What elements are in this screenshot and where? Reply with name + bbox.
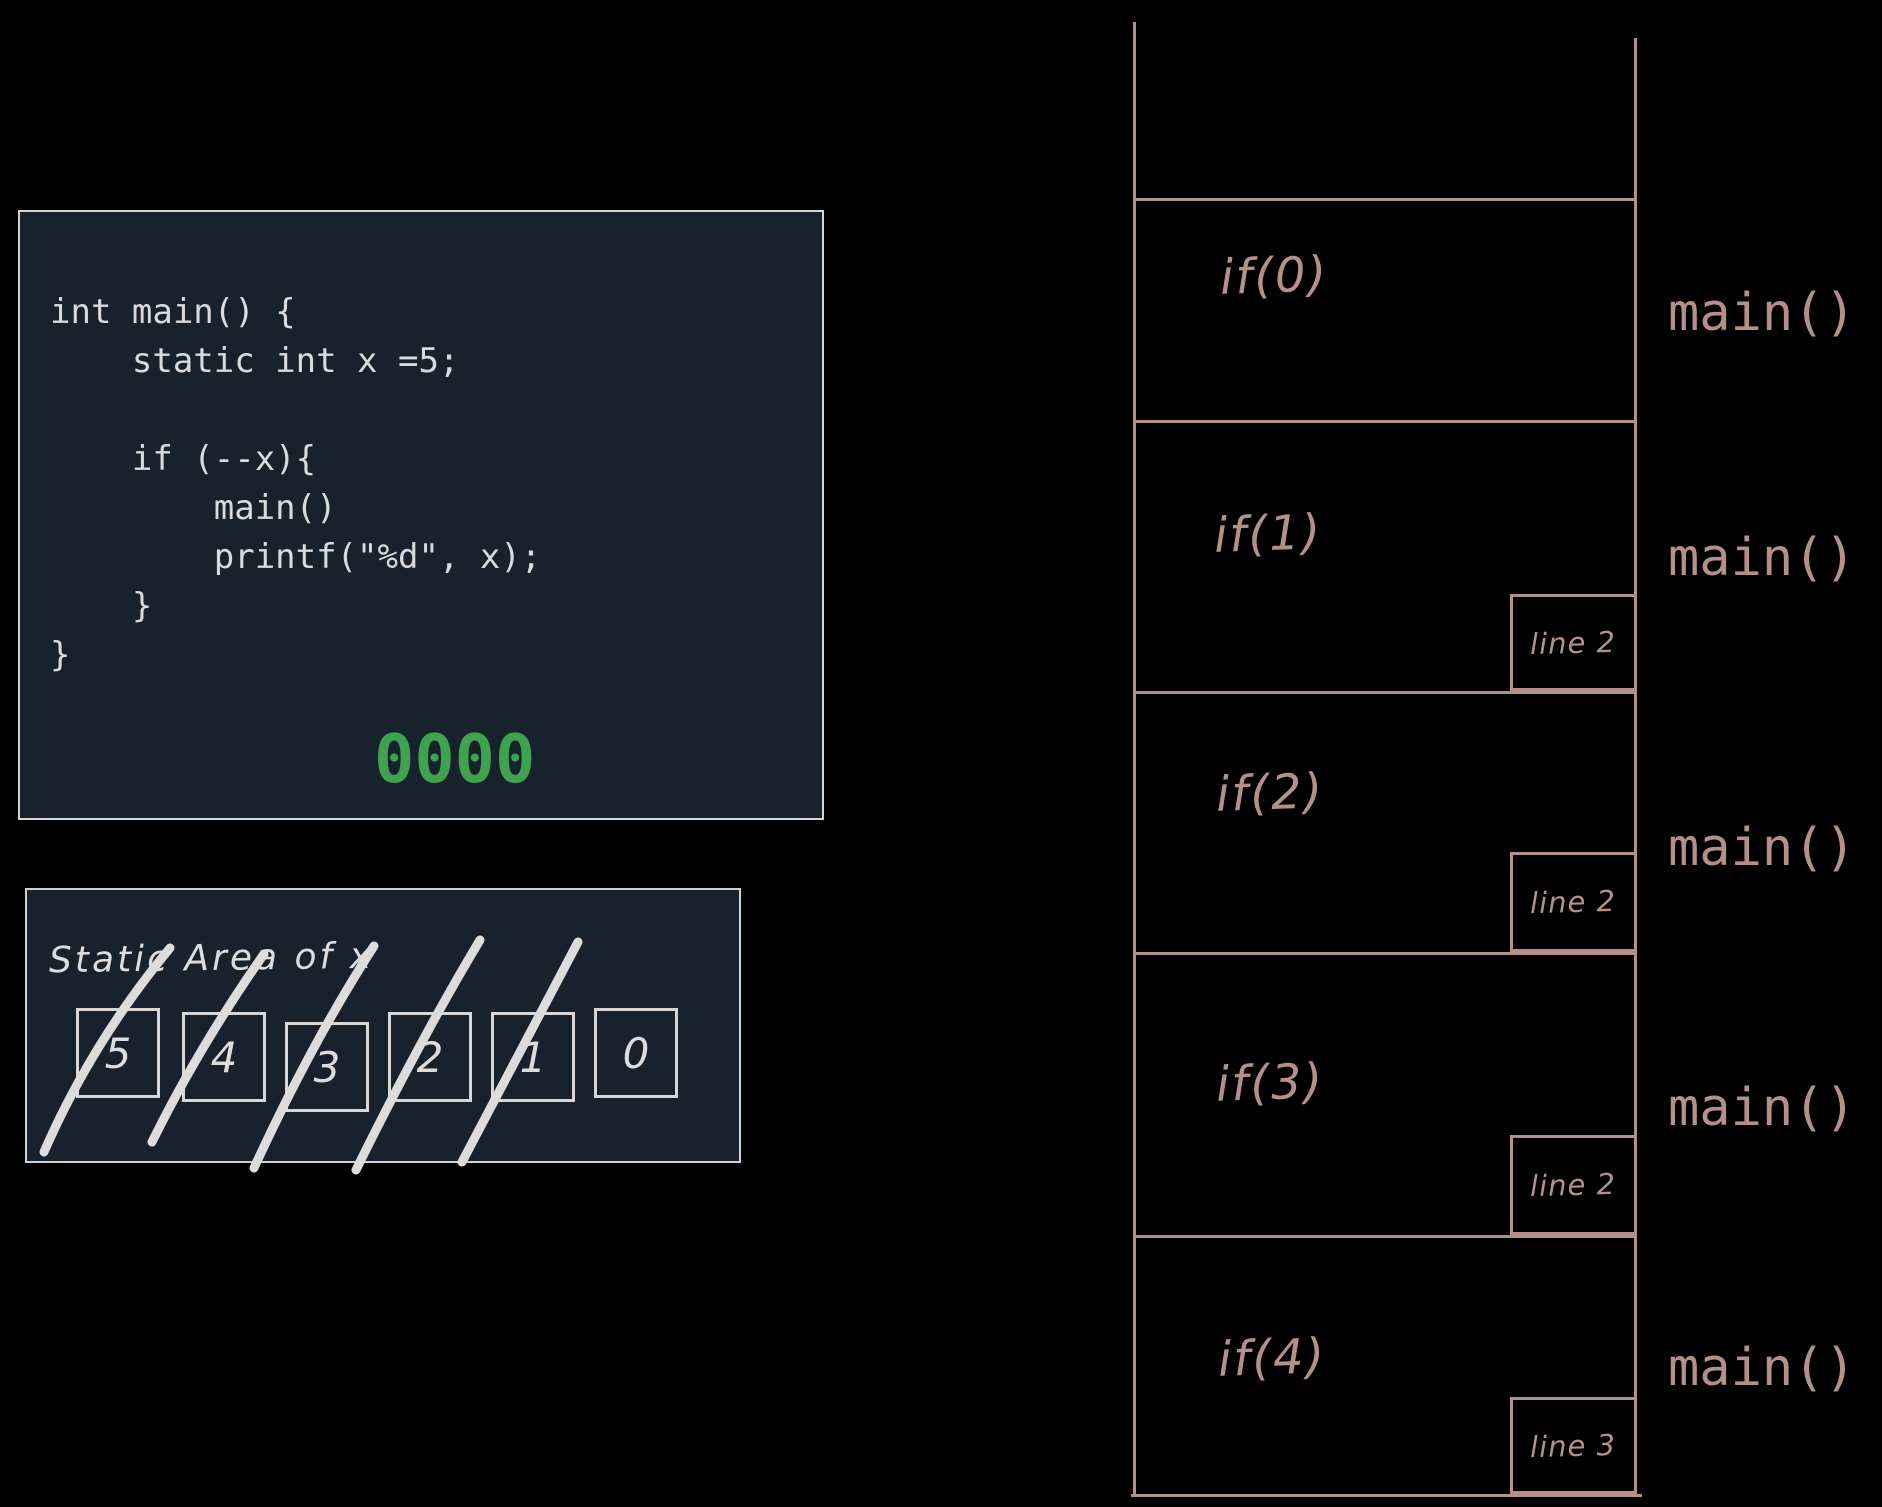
- frame-divider: [1133, 691, 1637, 694]
- static-area-panel: Static Area of x 5 4 3 2 1 0: [25, 888, 741, 1163]
- caller-label-main: main(): [1668, 528, 1856, 588]
- static-cell-value: 3: [313, 1042, 341, 1092]
- line-marker-box: line 3: [1510, 1397, 1637, 1494]
- static-cell-value: 1: [519, 1032, 547, 1082]
- code-line: printf("%d", x);: [50, 537, 542, 577]
- code-line: int main() {: [50, 292, 296, 332]
- frame-label-if1: if(1): [1213, 504, 1324, 564]
- frame-label-if3: if(3): [1215, 1053, 1326, 1113]
- line-marker-label: line 3: [1530, 1427, 1617, 1464]
- line-marker-label: line 2: [1530, 1166, 1617, 1204]
- frame-divider: [1133, 1235, 1637, 1238]
- static-cell-value: 2: [416, 1032, 444, 1082]
- frame-label-if2: if(2): [1215, 763, 1326, 823]
- frame-label-if4: if(4): [1217, 1328, 1328, 1388]
- frame-divider: [1133, 952, 1637, 955]
- static-cell-value: 0: [622, 1028, 650, 1078]
- static-cell-value: 5: [104, 1028, 132, 1078]
- frame-divider: [1133, 198, 1637, 201]
- code-line: }: [50, 586, 153, 626]
- caller-label-main: main(): [1668, 1338, 1856, 1398]
- line-marker-label: line 2: [1530, 883, 1617, 921]
- frame-label-if0: if(0): [1219, 246, 1330, 306]
- static-cell: 3: [285, 1022, 369, 1112]
- program-output: 0000: [374, 720, 536, 798]
- code-panel: int main() { static int x =5; if (--x){ …: [18, 210, 824, 820]
- static-cell-value: 4: [210, 1032, 238, 1082]
- static-cell: 4: [182, 1012, 266, 1102]
- code-line: main(): [50, 488, 337, 528]
- static-cell: 1: [491, 1012, 575, 1102]
- stack-right-rail: [1634, 38, 1637, 1497]
- code-line: if (--x){: [50, 439, 317, 479]
- caller-label-main: main(): [1668, 283, 1856, 343]
- line-marker-box: line 2: [1510, 594, 1637, 691]
- code-line: [50, 386, 822, 435]
- static-cell: 2: [388, 1012, 472, 1102]
- stack-left-rail: [1133, 22, 1136, 1497]
- line-marker-box: line 2: [1510, 852, 1637, 952]
- static-cell: 5: [76, 1008, 160, 1098]
- code-line: static int x =5;: [50, 341, 460, 381]
- c-source-code: int main() { static int x =5; if (--x){ …: [20, 212, 822, 680]
- frame-divider: [1133, 420, 1637, 423]
- line-marker-label: line 2: [1530, 624, 1617, 661]
- stack-bottom-line: [1131, 1494, 1642, 1497]
- line-marker-box: line 2: [1510, 1135, 1637, 1235]
- caller-label-main: main(): [1668, 818, 1856, 878]
- code-line: }: [50, 635, 71, 675]
- static-area-title: Static Area of x: [48, 935, 375, 982]
- caller-label-main: main(): [1668, 1078, 1856, 1138]
- static-cell: 0: [594, 1008, 678, 1098]
